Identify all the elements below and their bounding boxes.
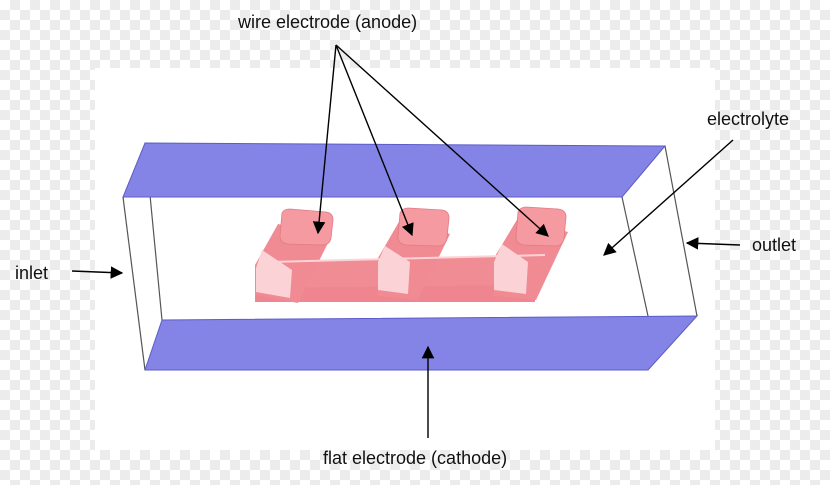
arrow-wire-1 [312,44,337,235]
annotation-arrows [71,44,741,438]
label-outlet: outlet [752,235,796,255]
arrow-outlet [685,237,741,250]
arrow-electrolyte [603,139,734,256]
wire-electrodes [255,206,568,303]
label-electrolyte: electrolyte [707,109,789,129]
label-flat-electrode: flat electrode (cathode) [323,448,507,468]
top-electrode-plate [122,142,667,198]
arrow-wire-2 [335,44,414,237]
label-wire-electrode: wire electrode (anode) [237,12,417,32]
arrow-wire-3 [335,44,549,237]
bottom-electrode-plate [144,315,699,371]
label-inlet: inlet [15,263,48,283]
arrow-inlet [71,266,124,279]
